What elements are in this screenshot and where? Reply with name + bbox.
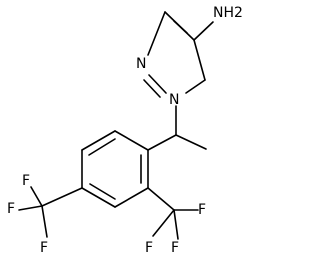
fluorine-left-1-label: F xyxy=(7,201,15,217)
bond-ar5-ar6-inner xyxy=(88,138,116,156)
bond-c4-c3 xyxy=(193,39,206,81)
bond-ar5-ar6 xyxy=(81,130,116,151)
bond-c5-n2 xyxy=(147,11,166,56)
fluorine-left-2-label: F xyxy=(22,173,30,189)
bond-ch-methyl xyxy=(175,134,207,150)
pyrazole-n-lower-label: N xyxy=(169,92,179,108)
bond-ar3-ar4-inner xyxy=(89,183,116,200)
bond-c5-c4-double xyxy=(173,20,188,34)
bond-ch-aryl xyxy=(147,134,177,151)
bond-cf3-right-f3 xyxy=(152,209,175,237)
bond-cf3-left-f2 xyxy=(41,205,48,238)
bond-ar6-ar1 xyxy=(114,130,149,151)
bond-ar2-ar3 xyxy=(114,187,149,208)
fluorine-right-3-label: F xyxy=(145,240,153,256)
pyrazole-n-upper-label: N xyxy=(136,56,146,72)
bond-ar4-cf3-left xyxy=(41,187,83,207)
bond-cf3-left-f3 xyxy=(30,186,43,207)
bond-ar3-ar4 xyxy=(81,187,116,208)
bond-c4-amine xyxy=(193,21,214,41)
bond-cf3-left-f1 xyxy=(18,205,43,211)
bond-cf3-right-f2 xyxy=(173,209,179,240)
amine-label: NH2 xyxy=(213,5,243,21)
fluorine-right-2-label: F xyxy=(171,240,179,256)
fluorine-right-1-label: F xyxy=(198,202,206,218)
bond-ar2-cf3-right xyxy=(147,187,175,211)
fluorine-left-3-label: F xyxy=(40,240,48,256)
bond-c3-n1 xyxy=(185,79,206,94)
bond-n1-n2 xyxy=(148,74,167,94)
bond-n1-n2-double xyxy=(143,79,161,98)
chemical-structure: NH2 N N F F F F F F xyxy=(7,5,243,256)
